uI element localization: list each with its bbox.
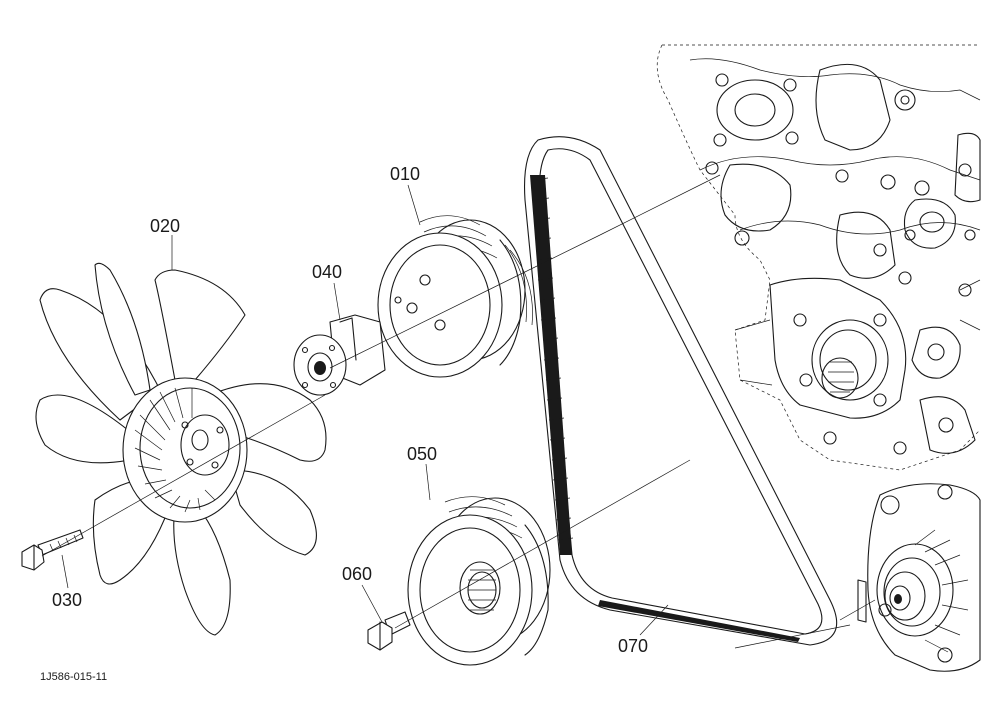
assembly-lines [41, 174, 876, 649]
callout-020: 020 [150, 216, 180, 236]
crankshaft-pulley [407, 496, 551, 666]
callout-040: 040 [312, 262, 342, 282]
fan-spacer [293, 314, 386, 396]
callout-070: 070 [618, 636, 648, 656]
fan-bolt [21, 529, 84, 571]
cooling-fan [35, 262, 327, 636]
pulley-bolt [367, 611, 411, 651]
leader-lines [61, 184, 669, 636]
figure-reference: 1J586-015-11 [40, 671, 107, 683]
callout-050: 050 [407, 444, 437, 464]
callout-010: 010 [390, 164, 420, 184]
callout-060: 060 [342, 564, 372, 584]
fan-belt [524, 136, 838, 646]
alternator [857, 483, 981, 672]
water-pump-pulley [377, 215, 533, 378]
callout-030: 030 [52, 590, 82, 610]
engine-block [656, 44, 981, 471]
